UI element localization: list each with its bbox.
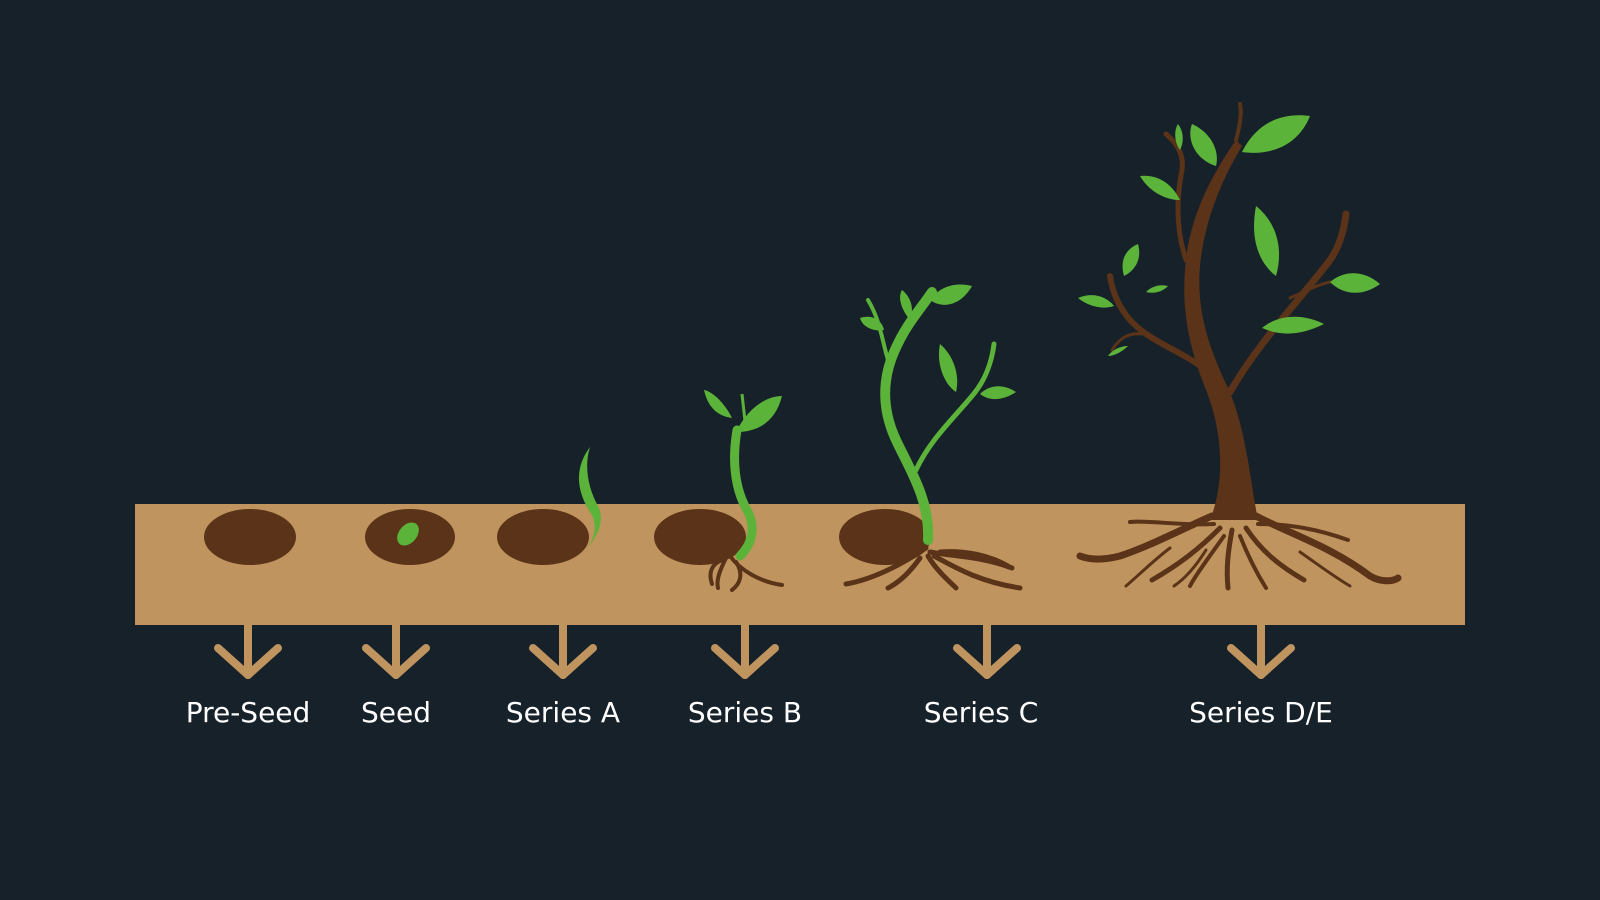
leaf-icon [1108,346,1128,356]
shoot-icon [578,447,601,553]
roots-icon [1076,512,1402,591]
leaf-icon [704,390,732,418]
leaf-icon [930,284,972,305]
soil-hole [204,509,296,565]
stage-label-series-b: Series B [687,696,803,729]
roots-icon [843,545,1023,591]
leaf-icon [1140,175,1180,200]
arrow-down-icon [711,621,779,679]
leaf-icon [1262,316,1324,334]
stage-arrows [214,621,1295,679]
arrow-down-icon [362,621,430,679]
leaf-icon [860,316,884,331]
leaf-icon [1175,124,1183,150]
sprout-stem [730,425,757,561]
soil-strip [135,504,1465,625]
leaf-icon [740,393,748,431]
leaf-icon [736,396,782,432]
stage-pre-seed-illustration [204,509,296,565]
roots-icon [708,554,784,592]
tree-branches [1107,102,1350,396]
tree-trunk [1184,140,1258,520]
leaf-icon [1146,285,1168,293]
soil-hole [497,509,589,565]
leaf-icon [1254,206,1280,276]
stage-label-series-d-e: Series D/E [1189,696,1333,729]
stage-label-seed: Seed [361,696,431,729]
arrow-down-icon [1227,621,1295,679]
stage-series-c-illustration [839,284,1023,591]
leaf-icon [1078,295,1114,308]
stage-seed-illustration [365,509,455,565]
stage-series-b-illustration [654,390,784,592]
leaf-icon [1190,124,1217,166]
arrow-down-icon [529,621,597,679]
plant-stem [880,287,937,545]
arrow-down-icon [953,621,1021,679]
stage-series-d-e-illustration [1076,102,1402,591]
stage-series-a-illustration [497,447,601,565]
arrow-down-icon [214,621,282,679]
soil-hole [839,509,931,565]
leaf-icon [1330,273,1380,293]
leaf-icon [938,344,958,392]
leaf-icon [980,386,1016,400]
plant-branch [913,341,997,473]
leaf-icon [900,290,912,320]
stage-label-series-a: Series A [505,696,621,729]
stage-label-series-c: Series C [923,696,1039,729]
soil-hole [654,509,746,565]
seed-icon [397,522,419,546]
leaf-icon [1122,244,1140,276]
stage-label-pre-seed: Pre-Seed [185,696,311,729]
leaf-icon [1242,115,1310,153]
